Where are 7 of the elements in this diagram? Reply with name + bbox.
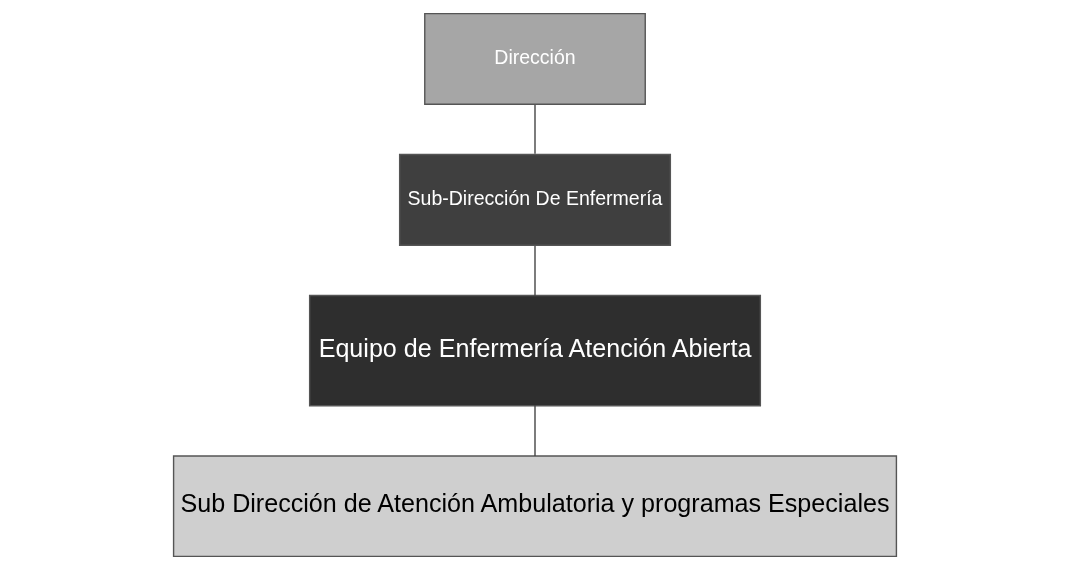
- node-box: Sub Dirección de Atención Ambulatoria y programas Especiales: [172, 455, 898, 558]
- connector: [534, 104, 536, 155]
- node-box: Sub-Dirección De Enfermería: [398, 153, 672, 246]
- connector: [534, 245, 536, 297]
- connector: [534, 404, 536, 457]
- node-box: Equipo de Enfermería Atención Abierta: [308, 294, 762, 407]
- node-box: Dirección: [424, 12, 646, 105]
